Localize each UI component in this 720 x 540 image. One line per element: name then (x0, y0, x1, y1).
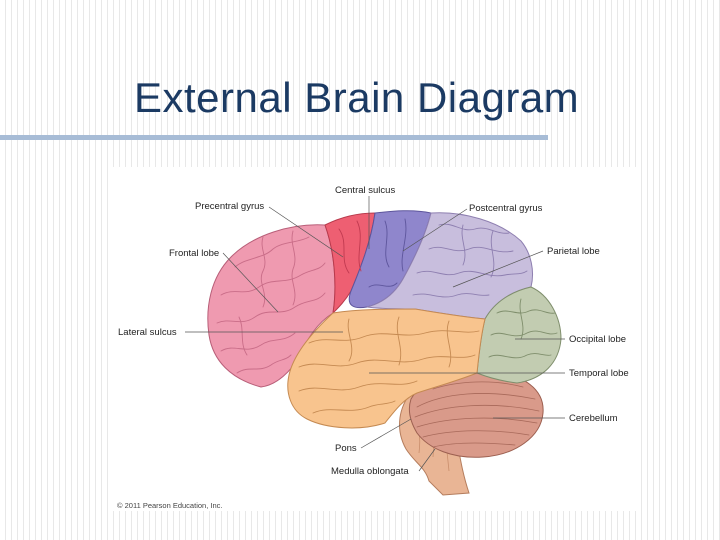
label-pons: Pons (335, 443, 357, 454)
brain-diagram-figure: Central sulcus Precentral gyrus Postcent… (113, 167, 639, 511)
label-precentral-gyrus: Precentral gyrus (195, 201, 264, 212)
copyright-credit: © 2011 Pearson Education, Inc. (117, 501, 222, 510)
label-cerebellum: Cerebellum (569, 413, 618, 424)
label-postcentral-gyrus: Postcentral gyrus (469, 203, 543, 214)
brain-diagram: Central sulcus Precentral gyrus Postcent… (117, 185, 629, 510)
title-underline (0, 135, 548, 140)
label-occipital-lobe: Occipital lobe (569, 334, 626, 345)
label-frontal-lobe: Frontal lobe (169, 248, 219, 259)
slide-title: External Brain Diagram (134, 74, 580, 121)
leader-lines (185, 196, 565, 472)
label-lateral-sulcus: Lateral sulcus (118, 327, 177, 338)
label-central-sulcus: Central sulcus (335, 185, 395, 196)
label-parietal-lobe: Parietal lobe (547, 246, 600, 257)
label-temporal-lobe: Temporal lobe (569, 368, 629, 379)
temporal-lobe-region (287, 308, 486, 429)
label-medulla-oblongata: Medulla oblongata (331, 466, 409, 477)
